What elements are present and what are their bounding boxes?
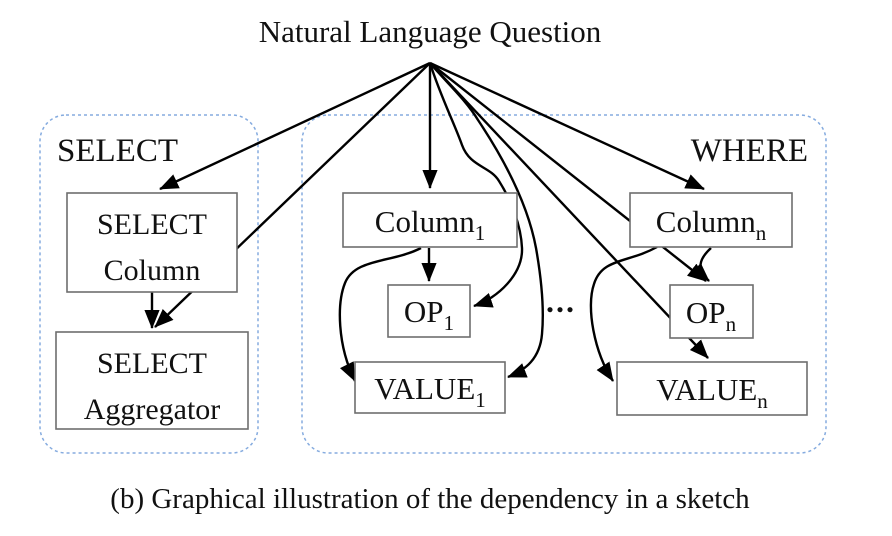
edge-columnn-to-opn [690,247,712,282]
select-aggregator-label-line2: Aggregator [84,393,221,426]
select-group-box [39,114,259,454]
node-select-column [66,192,238,293]
edge-columnn-to-valuen [589,245,658,382]
node-op1 [387,284,471,338]
node-value1 [354,361,506,414]
ellipsis-dots: ... [546,283,576,319]
edge-nlq-to-columnn [429,61,705,191]
edge-column1-to-value1 [338,246,422,382]
opn-subscript: n [726,312,737,336]
figure-caption: (b) Graphical illustration of the depend… [110,483,750,515]
node-valuen [616,361,808,416]
columnn-label: Columnn [656,204,767,245]
opn-label: OPn [686,295,737,336]
value1-text: VALUE [374,371,475,406]
columnn-subscript: n [756,221,767,245]
value1-subscript: 1 [475,388,486,412]
diagram-root-title: Natural Language Question [259,14,602,49]
opn-text: OP [686,295,726,330]
select-column-label-line1: SELECT [97,208,207,241]
select-aggregator-label-line1: SELECT [97,347,207,380]
edge-nlq-to-select-column [159,61,431,191]
columnn-text: Column [656,204,756,239]
valuen-text: VALUE [656,372,757,407]
node-select-aggregator [55,331,249,430]
value1-label: VALUE1 [374,371,486,412]
select-column-label-line2: Column [104,254,201,287]
edge-nlq-to-op1 [428,62,524,308]
op1-text: OP [404,294,444,329]
column1-text: Column [375,204,475,239]
node-opn [669,284,754,339]
node-column1 [342,192,518,248]
edge-nlq-to-valuen [429,62,709,359]
op1-subscript: 1 [444,311,455,335]
node-columnn [629,192,793,248]
valuen-label: VALUEn [656,372,768,413]
where-group-label: WHERE [691,133,808,169]
op1-label: OP1 [404,294,454,335]
edge-nlq-to-value1 [429,62,544,379]
column1-subscript: 1 [475,221,486,245]
select-group-label: SELECT [57,133,178,169]
column1-label: Column1 [375,204,485,245]
valuen-subscript: n [757,389,768,413]
where-group-box [301,114,827,454]
